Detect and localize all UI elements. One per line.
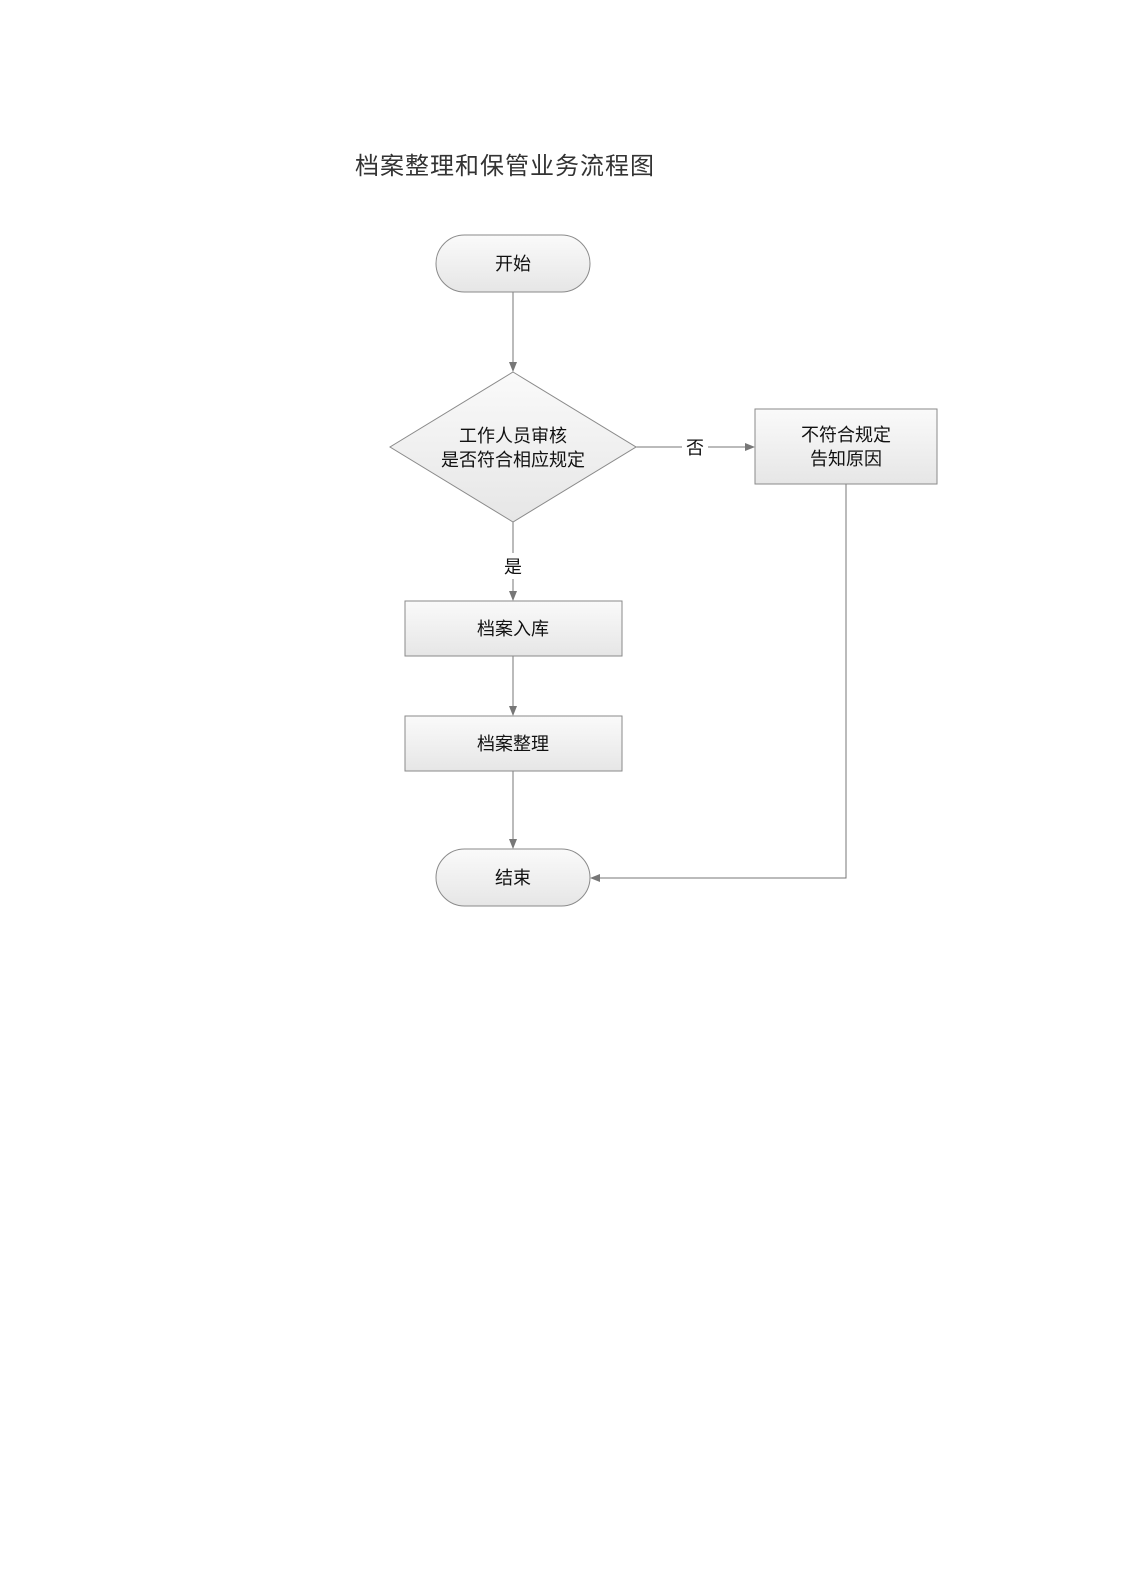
archive-sort-label: 档案整理 <box>477 734 549 755</box>
start-label: 开始 <box>495 254 531 275</box>
reject-node <box>754 408 938 485</box>
decision-label-line1: 工作人员审核 <box>459 426 567 447</box>
archive-in-node <box>404 600 623 657</box>
edge-label-yes: 是 <box>504 557 522 578</box>
page-title: 档案整理和保管业务流程图 <box>355 152 655 180</box>
archive-sort-node <box>404 715 623 772</box>
end-label: 结束 <box>495 868 531 889</box>
decision-label-line2: 是否符合相应规定 <box>441 450 585 471</box>
archive-in-label: 档案入库 <box>477 619 549 640</box>
reject-label-line2: 告知原因 <box>810 449 882 470</box>
edge-reject-end <box>590 484 847 882</box>
edge-label-no: 否 <box>686 438 704 459</box>
start-node <box>435 234 591 293</box>
reject-label-line1: 不符合规定 <box>801 425 891 446</box>
end-node <box>435 848 591 907</box>
decision-node <box>389 371 637 523</box>
